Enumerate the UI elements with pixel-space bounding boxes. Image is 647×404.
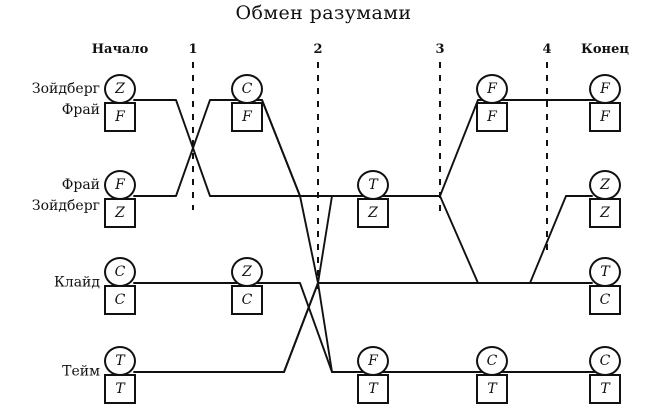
wire-d [133, 282, 593, 373]
row-label-3: Клайд [0, 273, 100, 294]
body-square: T [357, 374, 389, 404]
row-label-line: Зойдберг [31, 198, 100, 214]
body-square: Z [357, 198, 389, 228]
body-square: F [476, 102, 508, 132]
row-label-line: Фрай [61, 102, 100, 118]
mind-circle: C [104, 257, 136, 287]
mind-circle: Z [104, 74, 136, 104]
body-square: C [231, 285, 263, 315]
body-square: F [104, 102, 136, 132]
step-dividers [192, 62, 548, 292]
column-header-4: 3 [435, 42, 445, 57]
mind-circle: T [104, 346, 136, 376]
swap-wires [133, 99, 606, 373]
mind-circle: T [589, 257, 621, 287]
body-square: C [104, 285, 136, 315]
body-square: T [476, 374, 508, 404]
mind-circle: C [476, 346, 508, 376]
row-label-line: Фрай [61, 177, 100, 193]
column-header-3: 2 [313, 42, 323, 57]
wire-f [283, 195, 361, 373]
page-title: Обмен разумами [235, 2, 412, 24]
row-label-line: Тейм [62, 363, 100, 380]
column-header-1: Начало [91, 42, 149, 57]
mind-circle: C [231, 74, 263, 104]
body-square: T [104, 374, 136, 404]
mind-circle: F [589, 74, 621, 104]
mind-circle: F [104, 170, 136, 200]
mind-circle: F [357, 346, 389, 376]
body-square: Z [104, 198, 136, 228]
column-header-5: 4 [542, 42, 552, 57]
column-header-6: Конец [581, 42, 629, 57]
body-square: F [231, 102, 263, 132]
column-header-2: 1 [188, 42, 198, 57]
row-label-4: Тейм [0, 362, 100, 383]
mind-circle: Z [589, 170, 621, 200]
body-square: C [589, 285, 621, 315]
wire-e [261, 99, 333, 373]
body-square: F [589, 102, 621, 132]
row-label-line: Клайд [53, 274, 100, 291]
mind-circle: T [357, 170, 389, 200]
mind-circle: F [476, 74, 508, 104]
body-square: Z [589, 198, 621, 228]
mind-circle: C [589, 346, 621, 376]
row-label-line: Зойдберг [31, 81, 100, 97]
body-square: T [589, 374, 621, 404]
mind-circle: Z [231, 257, 263, 287]
